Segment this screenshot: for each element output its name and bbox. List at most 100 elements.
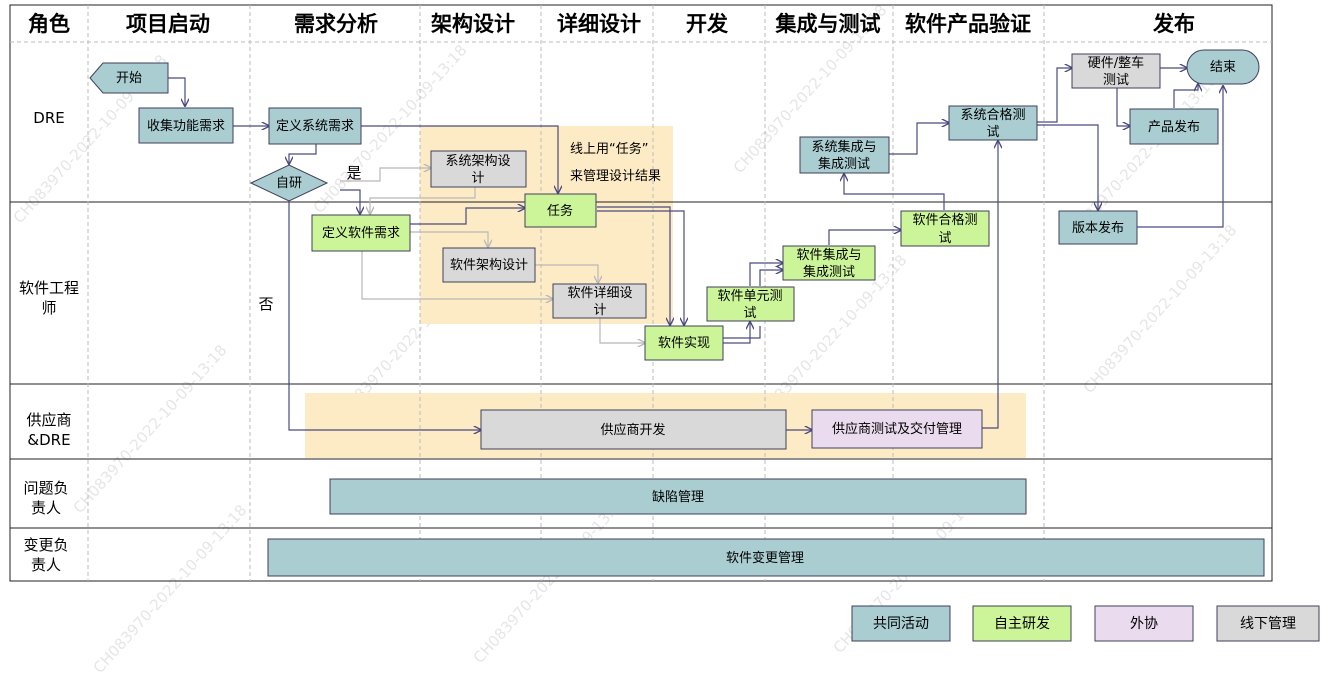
end-node <box>1186 49 1260 85</box>
table-frame <box>9 4 1273 582</box>
legend-outsource-swatch <box>1094 605 1194 642</box>
sw-detail-design-label-line2: 计 <box>593 303 606 318</box>
lane-label-supplier-line2: &DRE <box>27 431 70 449</box>
supplier-dev-box <box>480 409 787 450</box>
sw-impl-box <box>644 325 724 361</box>
sw-unit-test-label-line1: 软件单元测 <box>717 289 782 304</box>
sw-unit-test-label-line2: 试 <box>743 306 756 321</box>
header-release: 发布 <box>1152 12 1195 36</box>
sw-detail-design-box <box>552 283 647 319</box>
hw-vehicle-test-label-line1: 硬件/整车 <box>1088 55 1144 71</box>
end-label: 结束 <box>1210 60 1236 75</box>
sw-integ-test-label-line1: 软件集成与 <box>796 247 861 263</box>
legend-common-swatch <box>851 605 951 642</box>
arrow-sw-qual-to-sys-integ <box>844 174 945 210</box>
arrow-sw-req-to-task <box>410 208 525 225</box>
define-sys-req-box <box>268 107 362 145</box>
legend-outsource-label: 外协 <box>1130 616 1158 632</box>
task-box <box>524 193 597 228</box>
sys-integ-test-label-line1: 系统集成与 <box>811 139 876 155</box>
arrow-version-release-to-end <box>1137 86 1223 228</box>
header-integration-test: 集成与测试 <box>775 12 881 36</box>
product-release-label: 产品发布 <box>1148 119 1200 135</box>
legend-self-swatch <box>972 605 1072 642</box>
sw-qual-test-box <box>900 210 990 247</box>
legend-self-label: 自主研发 <box>994 616 1050 632</box>
lane-label-dre: DRE <box>33 109 64 127</box>
hw-vehicle-test-box <box>1071 53 1161 89</box>
arrow-task-to-impl-a <box>597 206 670 325</box>
sys-integ-test-label-line2: 集成测试 <box>818 156 870 172</box>
define-sw-req-label: 定义软件需求 <box>322 226 400 241</box>
supplier-test-label: 供应商测试及交付管理 <box>832 421 962 437</box>
header-role: 角色 <box>28 12 70 36</box>
online-note-line1: 线上用“任务” <box>570 141 648 157</box>
header-detail-design: 详细设计 <box>557 12 641 36</box>
arrow-task-to-impl-b <box>597 210 684 325</box>
sys-qual-test-box <box>948 105 1038 141</box>
defect-mgmt-bar <box>329 478 1027 515</box>
sw-integ-test-label-line2: 集成测试 <box>803 264 855 280</box>
arrow-define-sys-to-self-dev <box>289 144 317 164</box>
header-req-analysis: 需求分析 <box>294 12 378 36</box>
arrow-self-dev-yes-to-sw-req <box>340 189 360 214</box>
legend-common-label: 共同活动 <box>873 616 929 632</box>
arrow-supplier-test-to-sys-qual <box>982 141 998 429</box>
legend-offline-label: 线下管理 <box>1240 616 1296 632</box>
lane-label-change-owner-line2: 责人 <box>31 556 61 574</box>
change-mgmt-bar <box>267 538 1265 577</box>
lane-label-sw-engineer-line2: 师 <box>41 299 56 317</box>
arrow-impl-to-unit-test-b <box>723 326 761 339</box>
sys-arch-design-label-line2: 计 <box>471 171 484 186</box>
arrow-sw-detail-to-impl <box>599 318 645 343</box>
define-sys-req-label: 定义系统需求 <box>276 119 354 134</box>
lane-label-sw-engineer-line1: 软件工程 <box>19 279 79 297</box>
version-release-label: 版本发布 <box>1072 220 1124 236</box>
self-dev-label: 自研 <box>276 176 302 191</box>
arrow-define-sys-to-task <box>361 125 558 193</box>
start-label: 开始 <box>116 71 142 86</box>
header-arch-design: 架构设计 <box>431 12 515 36</box>
collect-func-req-label: 收集功能需求 <box>147 118 225 134</box>
yes-label: 是 <box>346 164 361 182</box>
arrow-self-dev-no-to-supplier <box>288 200 481 430</box>
lane-label-change-owner-line1: 变更负 <box>23 536 68 554</box>
arrow-sw-req-to-sw-detail <box>361 251 553 299</box>
collect-func-req-box <box>138 107 234 144</box>
task-label: 任务 <box>547 203 573 219</box>
change-mgmt-label: 软件变更管理 <box>726 550 804 566</box>
arrow-hw-test-to-product-release <box>1116 88 1130 126</box>
arrow-sys-integ-to-sys-qual <box>889 123 949 155</box>
sys-integ-test-box <box>799 136 890 174</box>
arrow-sys-qual-to-version-release <box>1037 124 1098 210</box>
arrow-start-to-collect <box>168 77 185 106</box>
sw-arch-design-label: 软件架构设计 <box>450 258 528 273</box>
start-node <box>89 62 169 94</box>
version-release-box <box>1058 210 1138 245</box>
arrow-impl-to-unit-test <box>723 322 750 344</box>
arrow-unit-test-to-sw-integ-b <box>759 270 783 286</box>
sys-qual-test-label-line1: 系统合格测 <box>960 107 1025 123</box>
legend: 共同活动 自主研发 外协 线下管理 <box>851 605 1320 642</box>
sw-unit-test-box <box>706 286 795 322</box>
lane-label-issue-owner-line1: 问题负 <box>23 479 68 497</box>
swimlane-diagram: 角色 项目启动 需求分析 架构设计 详细设计 开发 集成与测试 软件产品验证 发… <box>9 4 1320 642</box>
lane-label-supplier-line1: 供应商 <box>26 411 71 429</box>
sys-arch-design-box <box>430 150 527 188</box>
arrow-sys-arch-to-sw-req <box>370 187 476 214</box>
sw-arch-design-box <box>442 247 536 283</box>
supplier-test-box <box>811 409 983 449</box>
sw-qual-test-label-line1: 软件合格测 <box>912 212 977 228</box>
sw-qual-test-label-line2: 试 <box>938 231 951 246</box>
header-kickoff: 项目启动 <box>126 12 210 36</box>
lane-label-issue-owner-line2: 责人 <box>31 499 61 517</box>
product-release-box <box>1129 108 1219 145</box>
arrow-sw-integ-to-sw-qual <box>828 230 901 245</box>
supplier-dev-label: 供应商开发 <box>600 422 665 438</box>
arrow-unit-test-to-sw-integ <box>749 263 783 286</box>
legend-offline-swatch <box>1216 605 1320 642</box>
arrow-sw-req-to-sw-arch <box>410 231 488 247</box>
arrow-sw-arch-to-sw-detail <box>535 264 598 283</box>
sw-detail-design-label-line1: 软件详细设 <box>567 286 632 301</box>
sys-arch-design-label-line1: 系统架构设 <box>445 154 510 169</box>
